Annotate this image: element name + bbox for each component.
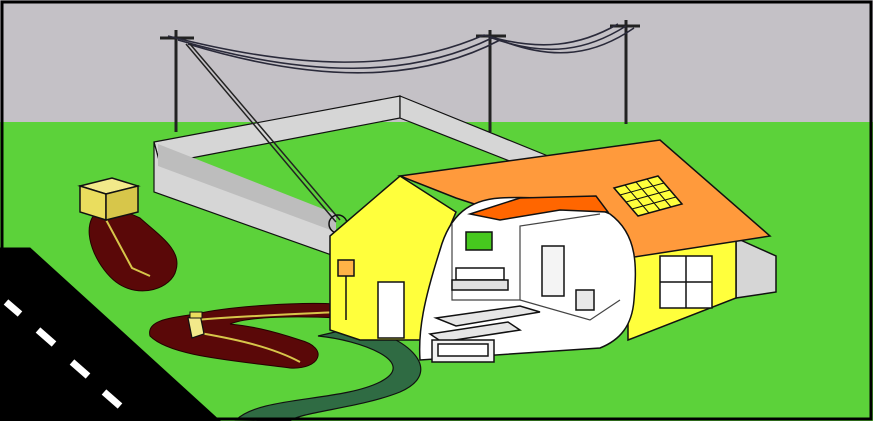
meter-box [338, 260, 354, 276]
sink-counter [456, 268, 504, 280]
front-door [378, 282, 404, 338]
sky [0, 0, 873, 124]
cabinet [542, 246, 564, 296]
interior-window [466, 232, 492, 250]
transformer-box [80, 178, 138, 220]
appliance [576, 290, 594, 310]
